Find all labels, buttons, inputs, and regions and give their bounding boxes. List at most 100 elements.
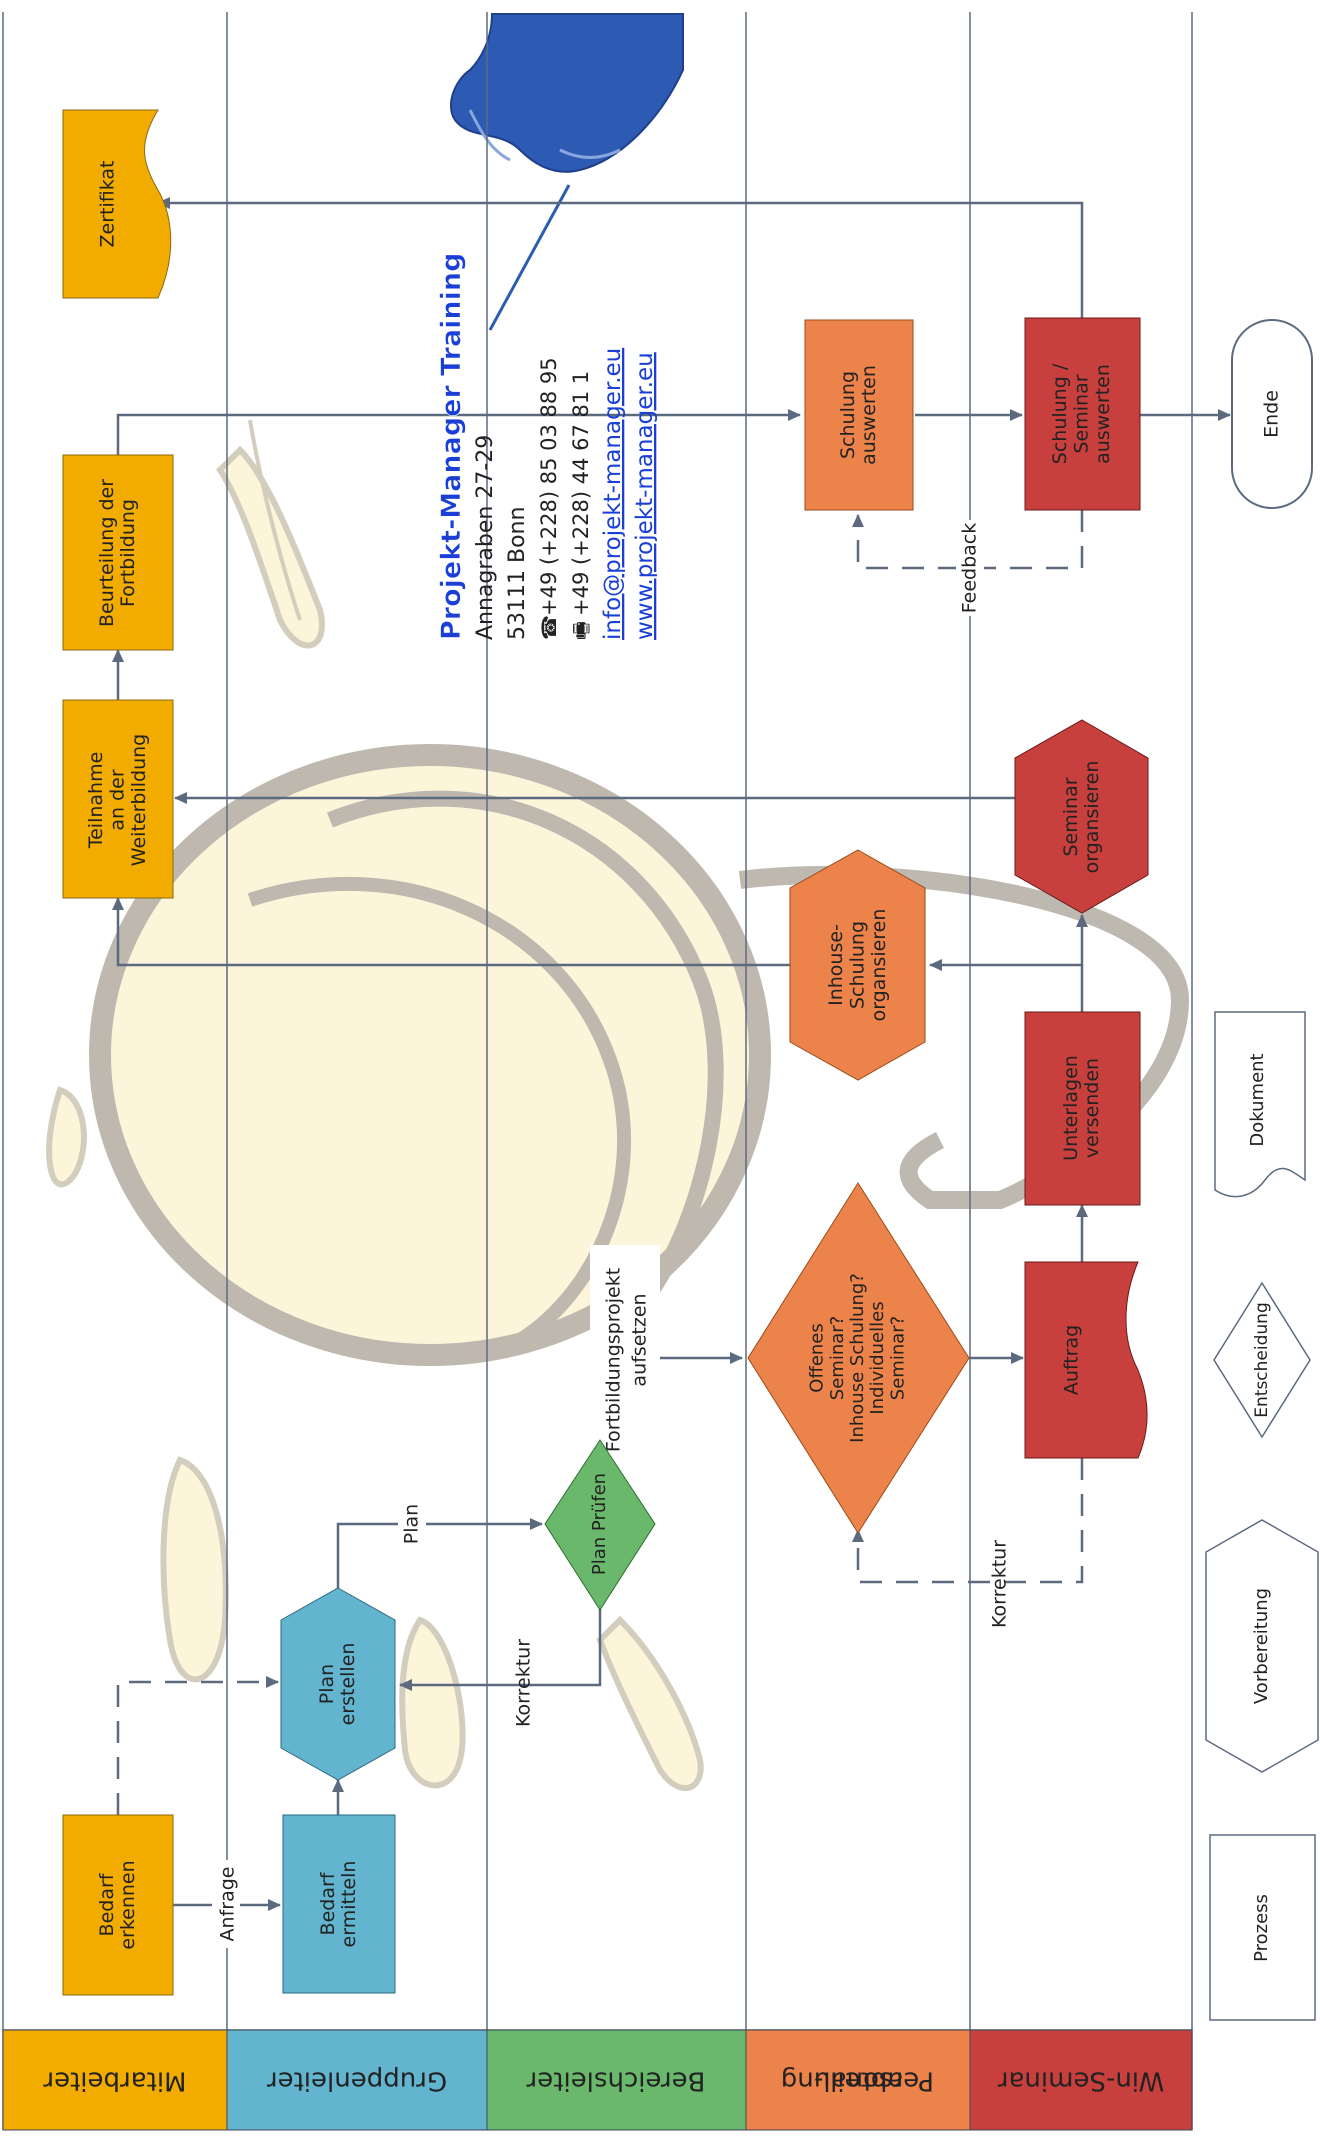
lane-label-mitarbeiter: Mitarbeiter [43,2066,186,2096]
lane-header-winseminar [969,2029,1193,2131]
node-label-seminar-org-2: organsieren [1081,761,1103,874]
lane-label-personal-2: abteilung [781,2066,904,2096]
contact-email-link[interactable]: info@projekt-manager.eu [600,348,626,640]
edge-inhouse-teilnahme [112,897,790,967]
legend-label-prozess: Prozess [1251,1894,1272,1962]
watermark-finger-1 [216,445,325,649]
node-label-schulung-auswerten-1: Schulung [837,371,859,459]
watermark-finger-6 [46,1086,87,1188]
node-label-plan-erstellen-1: Plan [316,1664,338,1704]
watermark-finger-2 [160,1456,229,1683]
lane-header-personal [745,2029,971,2131]
lane-label-bereichsleiter: Bereichsleiter [526,2066,705,2096]
phone-icon: ☎ [537,615,561,640]
node-label-schulung-seminar-2: Seminar [1071,374,1093,453]
node-label-zertifikat-1: Zertifikat [97,161,119,248]
connectors [112,197,1231,1911]
edge-dashed-erkennen-plan [116,1676,279,1815]
watermark-finger-4 [596,1615,704,1792]
watermark-thumb [738,866,1190,1209]
edge-feedback [852,510,1084,570]
edge-korrektur-auftrag [852,1458,1084,1584]
legend-label-vorbereitung: Vorbereitung [1251,1588,1272,1704]
node-label-beurteilung-1: Beurteilung der [96,479,118,627]
node-label-unterlagen-1: Unterlagen [1060,1055,1082,1161]
node-label-teilnahme-3: Weiterbildung [128,734,150,866]
lane-label-personal-1: Personal- [814,2066,934,2096]
node-label-entscheidung-5: Seminar? [887,1316,908,1400]
edge-korrektur-plan [399,1580,602,1691]
node-label-inhouse-1: Inhouse- [825,924,847,1006]
lane-header-gruppenleiter [226,2029,488,2131]
node-label-plan-erstellen-2: erstellen [337,1643,359,1726]
lane-header-mitarbeiter [2,2029,228,2131]
lane-label-winseminar: Win-Seminar [998,2066,1165,2096]
legend-label-entscheidung: Entscheidung [1252,1302,1272,1417]
node-label-schulung-auswerten-2: auswerten [858,365,880,465]
edge-beurteilung-schulung [116,409,801,455]
watermark-drawing [46,419,1190,1792]
node-label-auftrag-1: Auftrag [1061,1325,1083,1395]
lane-header-bereichsleiter [486,2029,747,2131]
edge-label-plan: Plan [401,1504,423,1544]
contact-street: Annagraben 27-29 [473,435,498,640]
contact-phone: +49 (+228) 85 03 88 95 [537,357,561,616]
node-label-bedarf-ermitteln-1: Bedarf [317,1871,339,1935]
node-label-seminar-org-1: Seminar [1060,777,1082,856]
node-auftrag: Auftrag [1024,1261,1148,1459]
node-ende: Ende [1231,319,1313,509]
lane-dividers [2,12,1193,2130]
edge-label-korrektur-plan: Korrektur [513,1639,535,1727]
contact-web-link[interactable]: www.projekt-manager.eu [632,352,658,640]
edge-label-fortbildungsprojekt-2: aufsetzen [629,1293,651,1386]
contact-city: 53111 Bonn [505,507,530,640]
node-label-entscheidung-3: Inhouse Schulung? [847,1273,868,1443]
node-label-entscheidung-4: Individuelles [867,1301,888,1414]
edge-to-zertifikat [157,197,1084,318]
node-label-bedarf-erkennen-2: erkennen [117,1860,139,1949]
edge-label-anfrage: Anfrage [217,1867,239,1942]
contact-company: Projekt-Manager Training [436,253,467,640]
lane-headers [2,2029,1193,2131]
legend-label-dokument: Dokument [1247,1053,1268,1146]
edge-label-fortbildungsprojekt-1: Fortbildungsprojekt [603,1268,625,1452]
node-label-schulung-seminar-1: Schulung / [1049,363,1071,464]
legend: Dokument Entscheidung Vorbereitung Proze… [1205,1011,1319,2021]
node-label-bedarf-erkennen-1: Bedarf [96,1872,118,1936]
node-label-bedarf-ermitteln-2: ermitteln [338,1861,360,1948]
edge-label-korrektur-auftrag: Korrektur [989,1540,1011,1628]
legend-vorbereitung: Vorbereitung [1205,1519,1319,1773]
node-label-unterlagen-2: versenden [1081,1058,1103,1158]
watermark-knuckle-main [89,744,771,1366]
node-label-beurteilung-2: Fortbildung [117,499,139,607]
watermark-knuckle-arc-2 [247,876,631,1346]
node-zertifikat: Zertifikat [62,109,172,299]
node-label-inhouse-3: organsieren [868,909,890,1022]
edge-label-feedback: Feedback [959,523,981,613]
node-plan-pruefen: Plan Prüfen [544,1439,656,1611]
legend-entscheidung: Entscheidung [1213,1281,1311,1439]
lane-label-gruppenleiter: Gruppenleiter [267,2066,447,2096]
node-label-entscheidung-1: Offenes [807,1323,828,1393]
legend-prozess: Prozess [1209,1834,1316,2021]
node-label-schulung-seminar-3: auswerten [1092,364,1114,464]
hand-logo-icon [450,13,684,331]
fax-icon: 🖷 [569,621,593,640]
node-label-teilnahme-1: Teilnahme [85,752,107,850]
watermark-knuckle-arc-1 [327,790,724,1336]
node-label-ende-1: Ende [1261,390,1283,438]
node-label-entscheidung-2: Seminar? [827,1316,848,1400]
legend-dokument: Dokument [1214,1011,1306,1198]
node-label-teilnahme-2: an der [107,769,129,830]
